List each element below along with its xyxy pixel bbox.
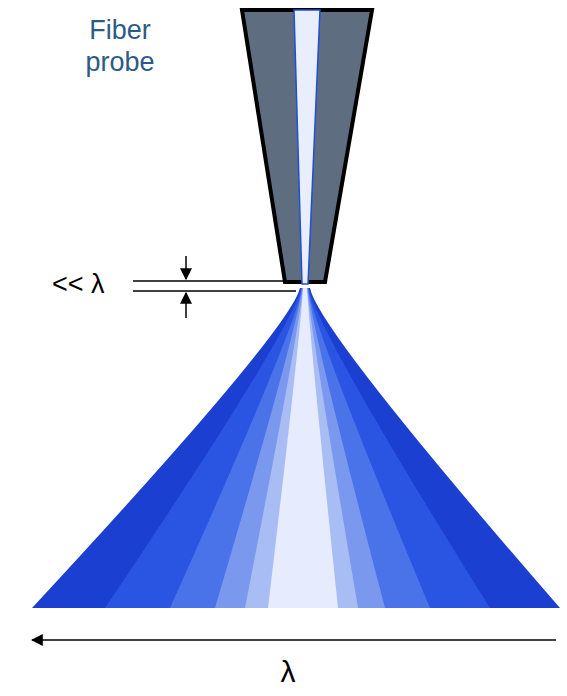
wavelength-dimension: λ: [268, 654, 308, 690]
light-cone: [32, 288, 560, 608]
dimension-arrow: [32, 639, 556, 641]
cone-band: [245, 288, 358, 608]
probe-label: Fiber probe: [60, 14, 180, 79]
fiber-core: [294, 10, 320, 284]
cone-band: [32, 288, 560, 608]
cone-band: [170, 288, 430, 608]
dimension-line: [133, 280, 288, 282]
dimension-line: [133, 290, 296, 292]
cone-band: [105, 288, 490, 608]
aperture-dimension: << λ: [52, 268, 132, 300]
cone-band: [215, 288, 385, 608]
cone-core: [268, 288, 338, 608]
dimension-arrow: [185, 256, 187, 279]
dimension-arrow: [185, 293, 187, 318]
